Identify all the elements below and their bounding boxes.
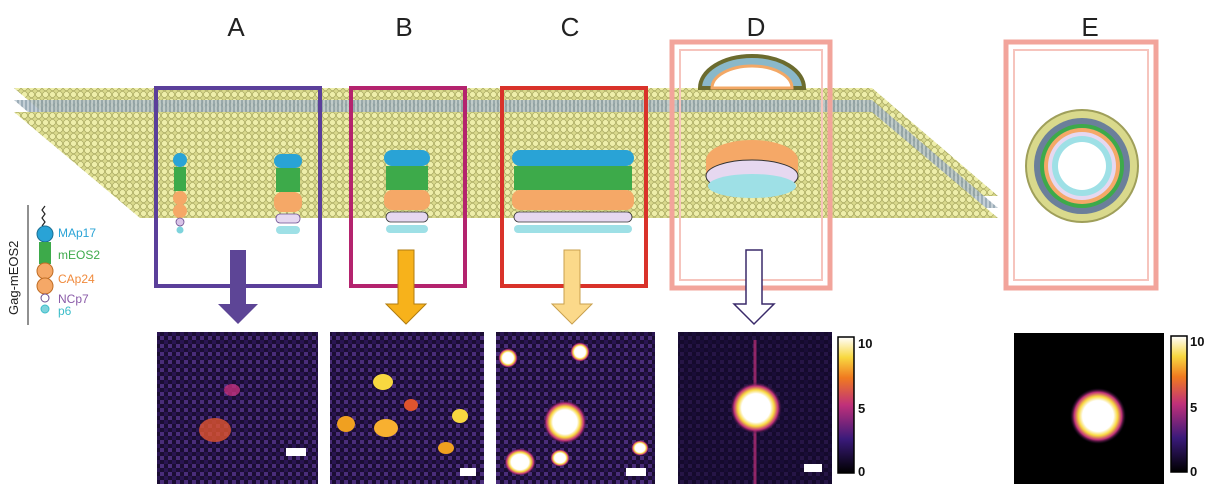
panel-label-e: E bbox=[1081, 12, 1099, 42]
legend-label-meos2: mEOS2 bbox=[58, 248, 101, 262]
image-e bbox=[1014, 333, 1164, 484]
panel-label-b: B bbox=[395, 12, 413, 42]
panel-label-c: C bbox=[560, 12, 580, 42]
legend-title: Gag-mEOS2 bbox=[6, 240, 21, 315]
gag-lattice-c bbox=[512, 150, 634, 233]
legend-label-map17: MAp17 bbox=[58, 226, 97, 240]
colorbar-e-min: 0 bbox=[1190, 464, 1198, 479]
arrow-d bbox=[732, 249, 776, 326]
legend-gag-schematic bbox=[27, 205, 54, 325]
legend-label-p6: p6 bbox=[58, 304, 72, 318]
panel-label-d: D bbox=[746, 12, 766, 42]
arrow-a bbox=[218, 250, 258, 324]
arrow-c bbox=[550, 249, 594, 325]
legend-label-ncp7: NCp7 bbox=[58, 292, 89, 306]
arrow-b bbox=[384, 249, 428, 325]
legend-title-container: Gag-mEOS2 bbox=[6, 215, 26, 325]
colorbar-e-max: 10 bbox=[1190, 334, 1205, 349]
colorbar-d-min: 0 bbox=[858, 464, 866, 479]
mature-particle-e bbox=[1025, 109, 1139, 223]
colorbar-d bbox=[837, 336, 855, 474]
colorbar-d-mid: 5 bbox=[858, 401, 866, 416]
frame-e-inner bbox=[1013, 49, 1149, 281]
budding-particle-d bbox=[697, 54, 807, 198]
legend-label-cap24: CAp24 bbox=[58, 272, 95, 286]
membrane bbox=[14, 88, 998, 218]
colorbar-e-mid: 5 bbox=[1190, 400, 1198, 415]
colorbar-e bbox=[1170, 335, 1188, 473]
image-d bbox=[678, 332, 832, 484]
image-c bbox=[496, 332, 655, 484]
frame-e bbox=[1003, 39, 1159, 291]
gag-oligomer-b bbox=[384, 150, 430, 233]
colorbar-d-max: 10 bbox=[858, 336, 873, 351]
gag-dimer-a2 bbox=[274, 154, 302, 234]
gag-monomer-a1 bbox=[173, 153, 187, 234]
image-a bbox=[157, 332, 318, 484]
panel-label-a: A bbox=[227, 12, 245, 42]
image-b bbox=[330, 332, 484, 484]
